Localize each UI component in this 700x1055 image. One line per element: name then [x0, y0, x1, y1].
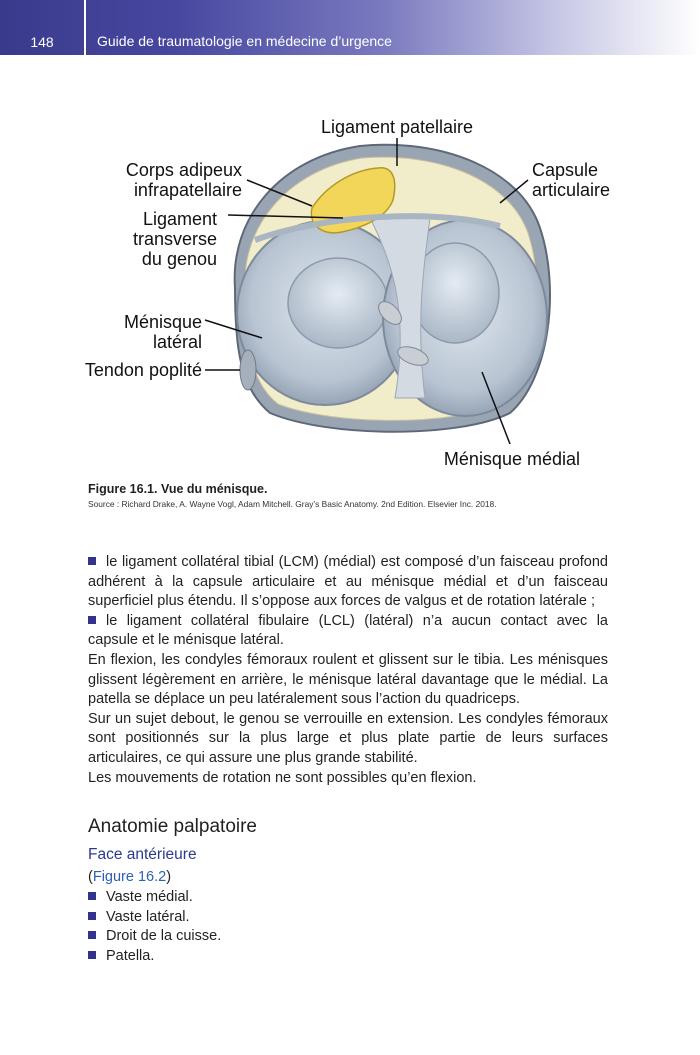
label-corps-line2: infrapatellaire	[134, 180, 242, 200]
list-item: Droit de la cuisse.	[88, 927, 221, 947]
figure-link[interactable]: Figure 16.2	[92, 869, 167, 885]
figure-source: Source : Richard Drake, A. Wayne Vogl, A…	[88, 499, 497, 509]
transverse-band	[253, 213, 501, 243]
subsection-title: Face antérieure	[88, 846, 197, 863]
list-item: Vaste latéral.	[88, 908, 221, 928]
bullet-text: le ligament collatéral fibulaire (LCL) (…	[88, 612, 608, 649]
bullet-text: le ligament collatéral tibial (LCM) (méd…	[88, 554, 608, 610]
label-transverse-line1: Ligament	[143, 209, 217, 229]
lateral-condyle-area	[287, 257, 389, 349]
label-capsule-line2: articulaire	[532, 180, 610, 200]
section-title: Anatomie palpatoire	[88, 816, 257, 837]
label-transverse-line2: transverse	[133, 229, 217, 249]
ref-open: (	[88, 869, 93, 885]
label-menisque-lat-line1: Ménisque	[124, 312, 202, 332]
bullet-marker	[88, 892, 96, 900]
running-title: Guide de traumatologie en médecine d’urg…	[97, 33, 392, 49]
bullet-marker	[88, 911, 96, 920]
label-tendon-poplite: Tendon poplité	[85, 360, 202, 380]
ref-close: )	[166, 869, 172, 885]
label-menisque-lat-line2: latéral	[153, 332, 202, 352]
bullet-item: le ligament collatéral fibulaire (LCL) (…	[88, 612, 608, 651]
label-menisque-medial: Ménisque médial	[444, 449, 580, 469]
bullet-marker	[88, 615, 96, 624]
body-text: le ligament collatéral tibial (LCM) (méd…	[88, 553, 608, 788]
figure-reference: (Figure 16.2)	[88, 869, 171, 885]
popliteus-tendon-shape	[239, 349, 257, 391]
bullet-marker	[88, 931, 96, 940]
list-item: Patella.	[88, 947, 221, 967]
page-number: 148	[30, 34, 54, 50]
label-transverse-line3: du genou	[142, 249, 217, 269]
cruciate-insertion-anterior	[378, 301, 402, 325]
label-corps-line1: Corps adipeux	[126, 160, 242, 180]
bullet-item: le ligament collatéral tibial (LCM) (méd…	[88, 553, 608, 612]
palpation-list: Vaste médial. Vaste latéral. Droit de la…	[88, 888, 221, 966]
paragraph: En flexion, les condyles fémoraux roulen…	[88, 651, 608, 708]
paragraph: Les mouvements de rotation ne sont possi…	[88, 769, 477, 786]
cruciate-insertion-posterior	[397, 346, 429, 366]
paragraph: Sur un sujet debout, le genou se verroui…	[88, 710, 608, 766]
header-bar: 148 Guide de traumatologie en médecine d…	[0, 0, 700, 55]
list-item: Vaste médial.	[88, 888, 221, 908]
label-capsule-line1: Capsule	[532, 160, 598, 180]
bullet-marker	[88, 950, 96, 959]
figure-caption: Figure 16.1. Vue du ménisque.	[88, 482, 268, 496]
meniscus-illustration: Ligament patellaire Corps adipeux infrap…	[80, 108, 620, 480]
header-divider	[84, 0, 86, 55]
label-ligament-patellaire: Ligament patellaire	[321, 117, 473, 137]
bullet-marker	[88, 557, 96, 565]
